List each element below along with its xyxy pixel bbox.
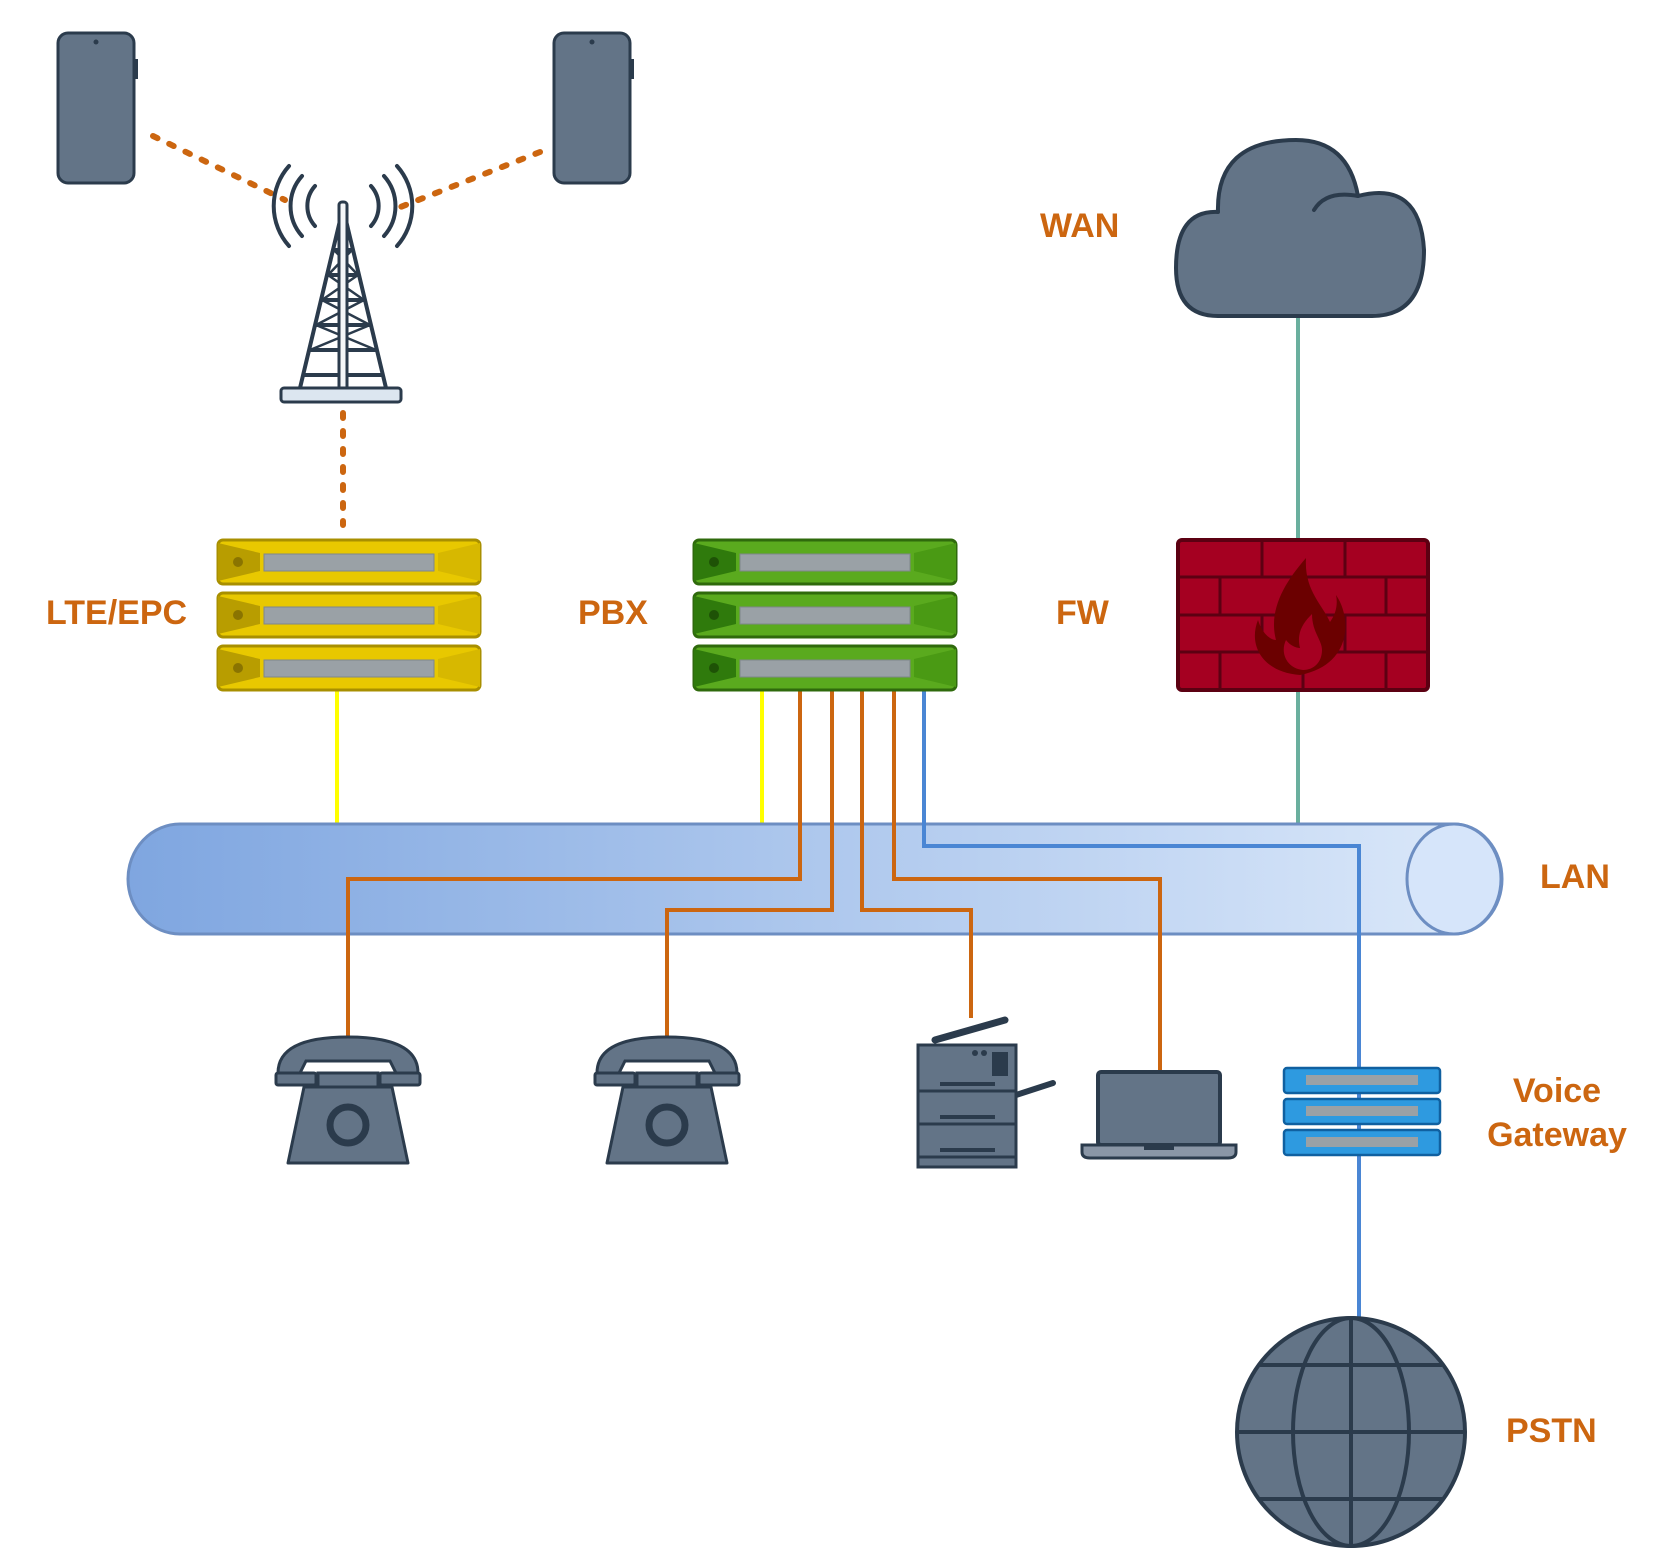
- cloud-icon: [1174, 138, 1426, 318]
- voice-gateway-label-line1: Voice: [1512, 1072, 1602, 1110]
- lte-epc-label: LTE/EPC: [46, 594, 188, 632]
- pbx-server-icon: [692, 538, 958, 692]
- fw-label: FW: [1056, 594, 1109, 632]
- smartphone-right-icon: [552, 31, 636, 185]
- smartphone-left-icon: [56, 31, 140, 185]
- link-pbx-desk-phone-2: [665, 690, 834, 1045]
- lan-bus-icon: [126, 822, 1504, 936]
- server-unit: [1282, 1097, 1442, 1126]
- cell-tower-icon: [271, 164, 415, 404]
- firewall-icon: [1176, 538, 1430, 692]
- globe-icon: [1235, 1316, 1467, 1548]
- laptop-icon: [1080, 1070, 1238, 1160]
- server-unit: [692, 644, 958, 692]
- pstn-label: PSTN: [1506, 1412, 1597, 1450]
- links-behind-lan: [150, 133, 1300, 845]
- server-unit: [692, 591, 958, 639]
- server-unit: [216, 538, 482, 586]
- lte-epc-server-icon: [216, 538, 482, 692]
- link-pbx-voice-gateway: [922, 690, 1361, 1318]
- link-phone-right-tower: [395, 149, 543, 211]
- pbx-label: PBX: [578, 594, 648, 632]
- wan-label: WAN: [1040, 207, 1120, 245]
- server-unit: [216, 591, 482, 639]
- link-phone-left-tower: [150, 133, 288, 203]
- voice-gateway-label: Voice Gateway: [1472, 1069, 1642, 1157]
- voice-gateway-label-line2: Gateway: [1487, 1116, 1627, 1155]
- desk-telephone-1-icon: [276, 1037, 420, 1163]
- server-unit: [692, 538, 958, 586]
- link-pbx-desk-phone-1: [346, 690, 802, 1045]
- server-unit: [1282, 1066, 1442, 1095]
- lan-label: LAN: [1540, 858, 1610, 896]
- link-pbx-lan-yellow: [335, 690, 764, 845]
- desk-telephone-2-icon: [595, 1037, 739, 1163]
- link-pbx-printer: [860, 690, 973, 1018]
- server-unit: [216, 644, 482, 692]
- link-pbx-laptop: [892, 690, 1162, 1072]
- server-unit: [1282, 1128, 1442, 1157]
- printer-icon: [916, 1016, 1056, 1169]
- links-over-lan: [346, 690, 1361, 1318]
- voice-gateway-server-icon: [1282, 1066, 1442, 1157]
